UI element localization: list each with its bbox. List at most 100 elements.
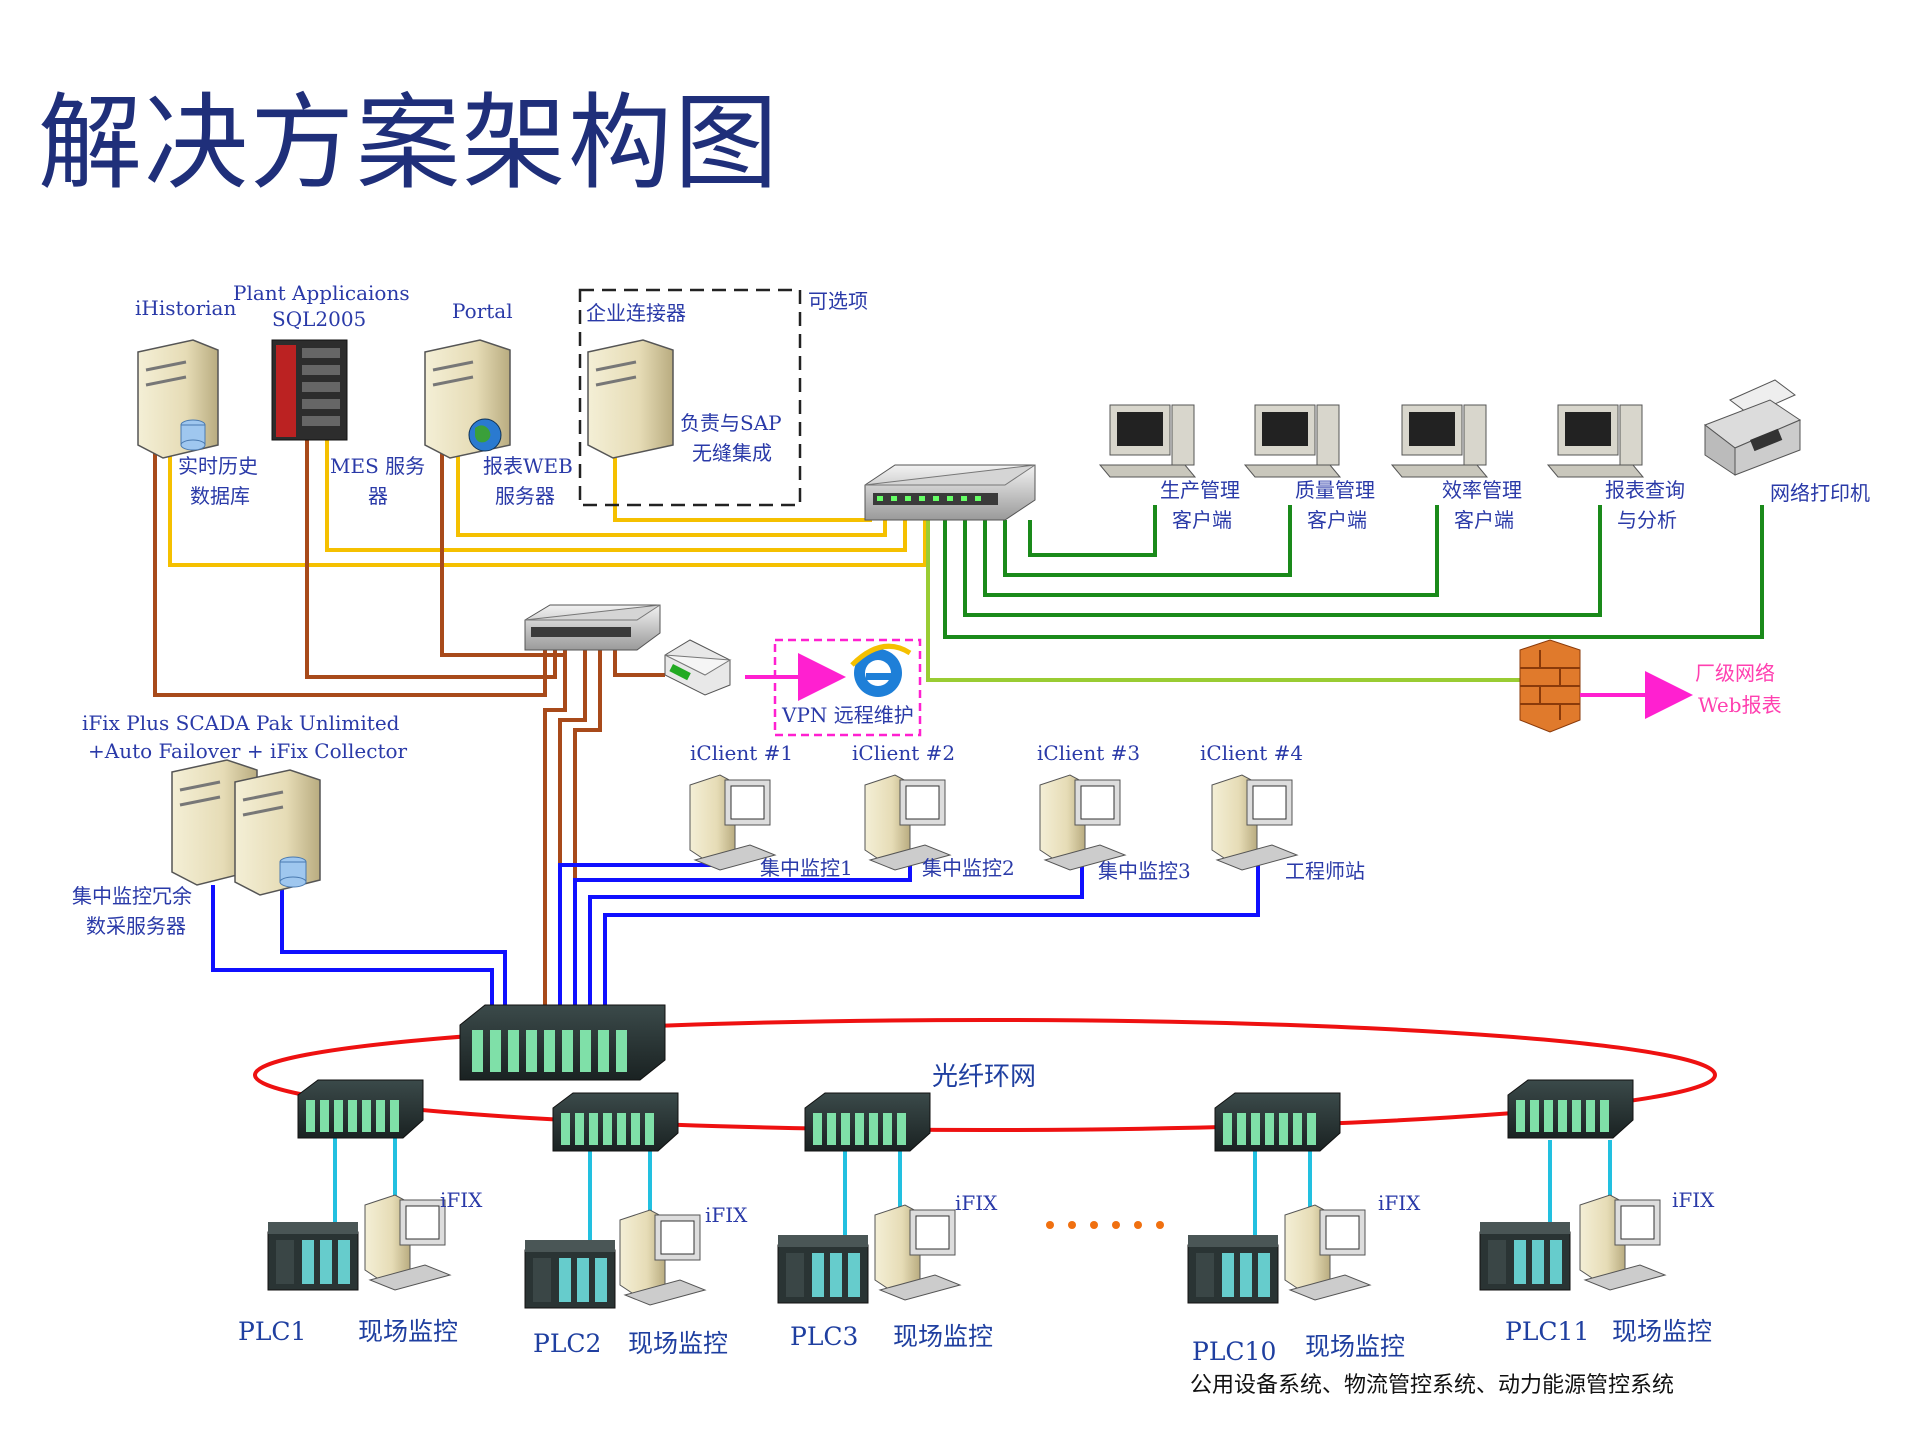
station2-plc-label: PLC2 <box>533 1329 601 1358</box>
hmi-pc-icon <box>619 1209 707 1306</box>
plc-rack-icon <box>777 1235 869 1304</box>
plc-rack-icon <box>267 1222 359 1291</box>
portal-desc-1: 报表WEB <box>483 454 573 478</box>
fiber-ring <box>253 1018 1717 1132</box>
web-report-label: Web报表 <box>1698 693 1782 717</box>
ihistorian-desc-1: 实时历史 <box>178 454 258 478</box>
plc-rack-icon <box>1479 1222 1571 1291</box>
client4-label-1: 报表查询 <box>1605 478 1685 502</box>
hmi-pc-icon <box>364 1194 452 1291</box>
link-printer <box>943 505 1764 639</box>
ring-switch-icon <box>804 1092 931 1152</box>
desktop-icon <box>1390 404 1489 478</box>
optional-box <box>578 288 802 507</box>
link-ihistorian-switch2 <box>153 440 547 697</box>
plant-apps-sql-label: SQL2005 <box>272 307 366 331</box>
iclient-workstations <box>689 774 1299 871</box>
mes-rack-server-icon <box>271 339 348 441</box>
link-client3 <box>983 505 1439 597</box>
link-firewall <box>926 520 1535 682</box>
ihistorian-label: iHistorian <box>135 296 236 320</box>
desktop-icon <box>1098 404 1197 478</box>
link-iclient3 <box>588 865 1084 1010</box>
hmi-pc-icon <box>1579 1194 1667 1291</box>
link-client4 <box>963 505 1602 617</box>
link-scada-a <box>211 885 494 1010</box>
core-ring-switch-icon <box>459 1004 666 1081</box>
iclient2-desc: 集中监控2 <box>922 856 1015 880</box>
desktop-icon <box>1243 404 1342 478</box>
connector-server-icon <box>587 339 674 459</box>
iclient3-name: iClient #3 <box>1037 741 1140 765</box>
desktop-icon <box>1546 404 1645 478</box>
station3-ifix-tag: iFIX <box>955 1191 998 1215</box>
page-title: 解决方案架构图 <box>38 82 781 204</box>
fiber-ring-label: 光纤环网 <box>932 1062 1036 1092</box>
vpn-box <box>773 638 922 737</box>
yellow-links <box>168 440 927 567</box>
iclient1-name: iClient #1 <box>690 741 793 765</box>
field-stations <box>267 1194 1667 1309</box>
link-mes-switch2 <box>305 440 557 679</box>
iclient1-desc: 集中监控1 <box>760 856 853 880</box>
hmi-pc-icon <box>874 1204 962 1301</box>
scada-desc-1: 集中监控冗余 <box>72 884 192 908</box>
link-client1 <box>1028 505 1157 557</box>
iclient4-name: iClient #4 <box>1200 741 1303 765</box>
link-switch2-core-c <box>573 650 602 1010</box>
ring-switch-icon <box>1214 1092 1341 1152</box>
optional-label: 可选项 <box>808 289 868 313</box>
ie-browser-icon <box>850 643 912 697</box>
brown-links <box>153 440 665 1010</box>
link-iclient2 <box>573 865 912 1010</box>
station10-hmi-label: 现场监控 <box>1305 1332 1405 1361</box>
client2-label-1: 质量管理 <box>1295 478 1375 502</box>
iclient2-name: iClient #2 <box>852 741 955 765</box>
hmi-pc-icon <box>1284 1204 1372 1301</box>
link-portal-switch <box>456 440 887 537</box>
ihistorian-desc-2: 数据库 <box>190 484 250 508</box>
client3-label-1: 效率管理 <box>1442 478 1522 502</box>
iclient-pc-icon <box>1039 774 1127 871</box>
cyan-links <box>333 1135 1612 1245</box>
station11-plc-label: PLC11 <box>1505 1317 1589 1346</box>
link-ihistorian-switch <box>168 440 927 567</box>
ring-switch-icon <box>1507 1079 1634 1139</box>
link-iclient4 <box>603 865 1260 1010</box>
blue-links <box>211 863 1260 1010</box>
mes-desc-2: 器 <box>368 484 388 508</box>
plc-rack-icon <box>1187 1235 1279 1304</box>
link-switch2-router <box>613 650 665 677</box>
station10-plc-label: PLC10 <box>1192 1337 1276 1366</box>
client-workstations <box>1098 404 1645 478</box>
green-links <box>943 505 1764 639</box>
bottom-note: 公用设备系统、物流管控系统、动力能源管控系统 <box>1190 1373 1674 1398</box>
station11-hmi-label: 现场监控 <box>1612 1317 1712 1346</box>
station1-ifix-tag: iFIX <box>440 1188 483 1212</box>
ring-switch-icon <box>552 1092 679 1152</box>
portal-desc-2: 服务器 <box>495 484 555 508</box>
iclient-pc-icon <box>689 774 777 871</box>
link-scada-b <box>280 885 507 1010</box>
iclient4-desc: 工程师站 <box>1285 859 1365 883</box>
scada-desc-2: 数采服务器 <box>86 914 186 938</box>
ellipsis-dots <box>1046 1221 1164 1229</box>
station11-ifix-tag: iFIX <box>1672 1188 1715 1212</box>
labels: iHistorian 实时历史 数据库 Plant Applicaions SQ… <box>72 281 1870 1398</box>
station10-ifix-tag: iFIX <box>1378 1191 1421 1215</box>
firewall-icon <box>1519 639 1581 733</box>
mes-desc-1: MES 服务 <box>330 454 425 478</box>
client1-label-2: 客户端 <box>1172 508 1232 532</box>
portal-label: Portal <box>452 299 513 323</box>
link-iclient1 <box>558 863 730 1010</box>
scada-server-icon <box>234 769 321 896</box>
station1-plc-label: PLC1 <box>238 1317 306 1346</box>
link-mes-switch <box>325 440 907 552</box>
client1-label-1: 生产管理 <box>1160 478 1240 502</box>
printer-icon <box>1703 379 1802 476</box>
ihistorian-server-icon <box>137 339 219 459</box>
connector-label: 企业连接器 <box>586 301 686 325</box>
scada-label-2: +Auto Failover + iFix Collector <box>88 739 408 763</box>
ring-switch-icon <box>297 1079 424 1139</box>
station3-hmi-label: 现场监控 <box>893 1322 993 1351</box>
